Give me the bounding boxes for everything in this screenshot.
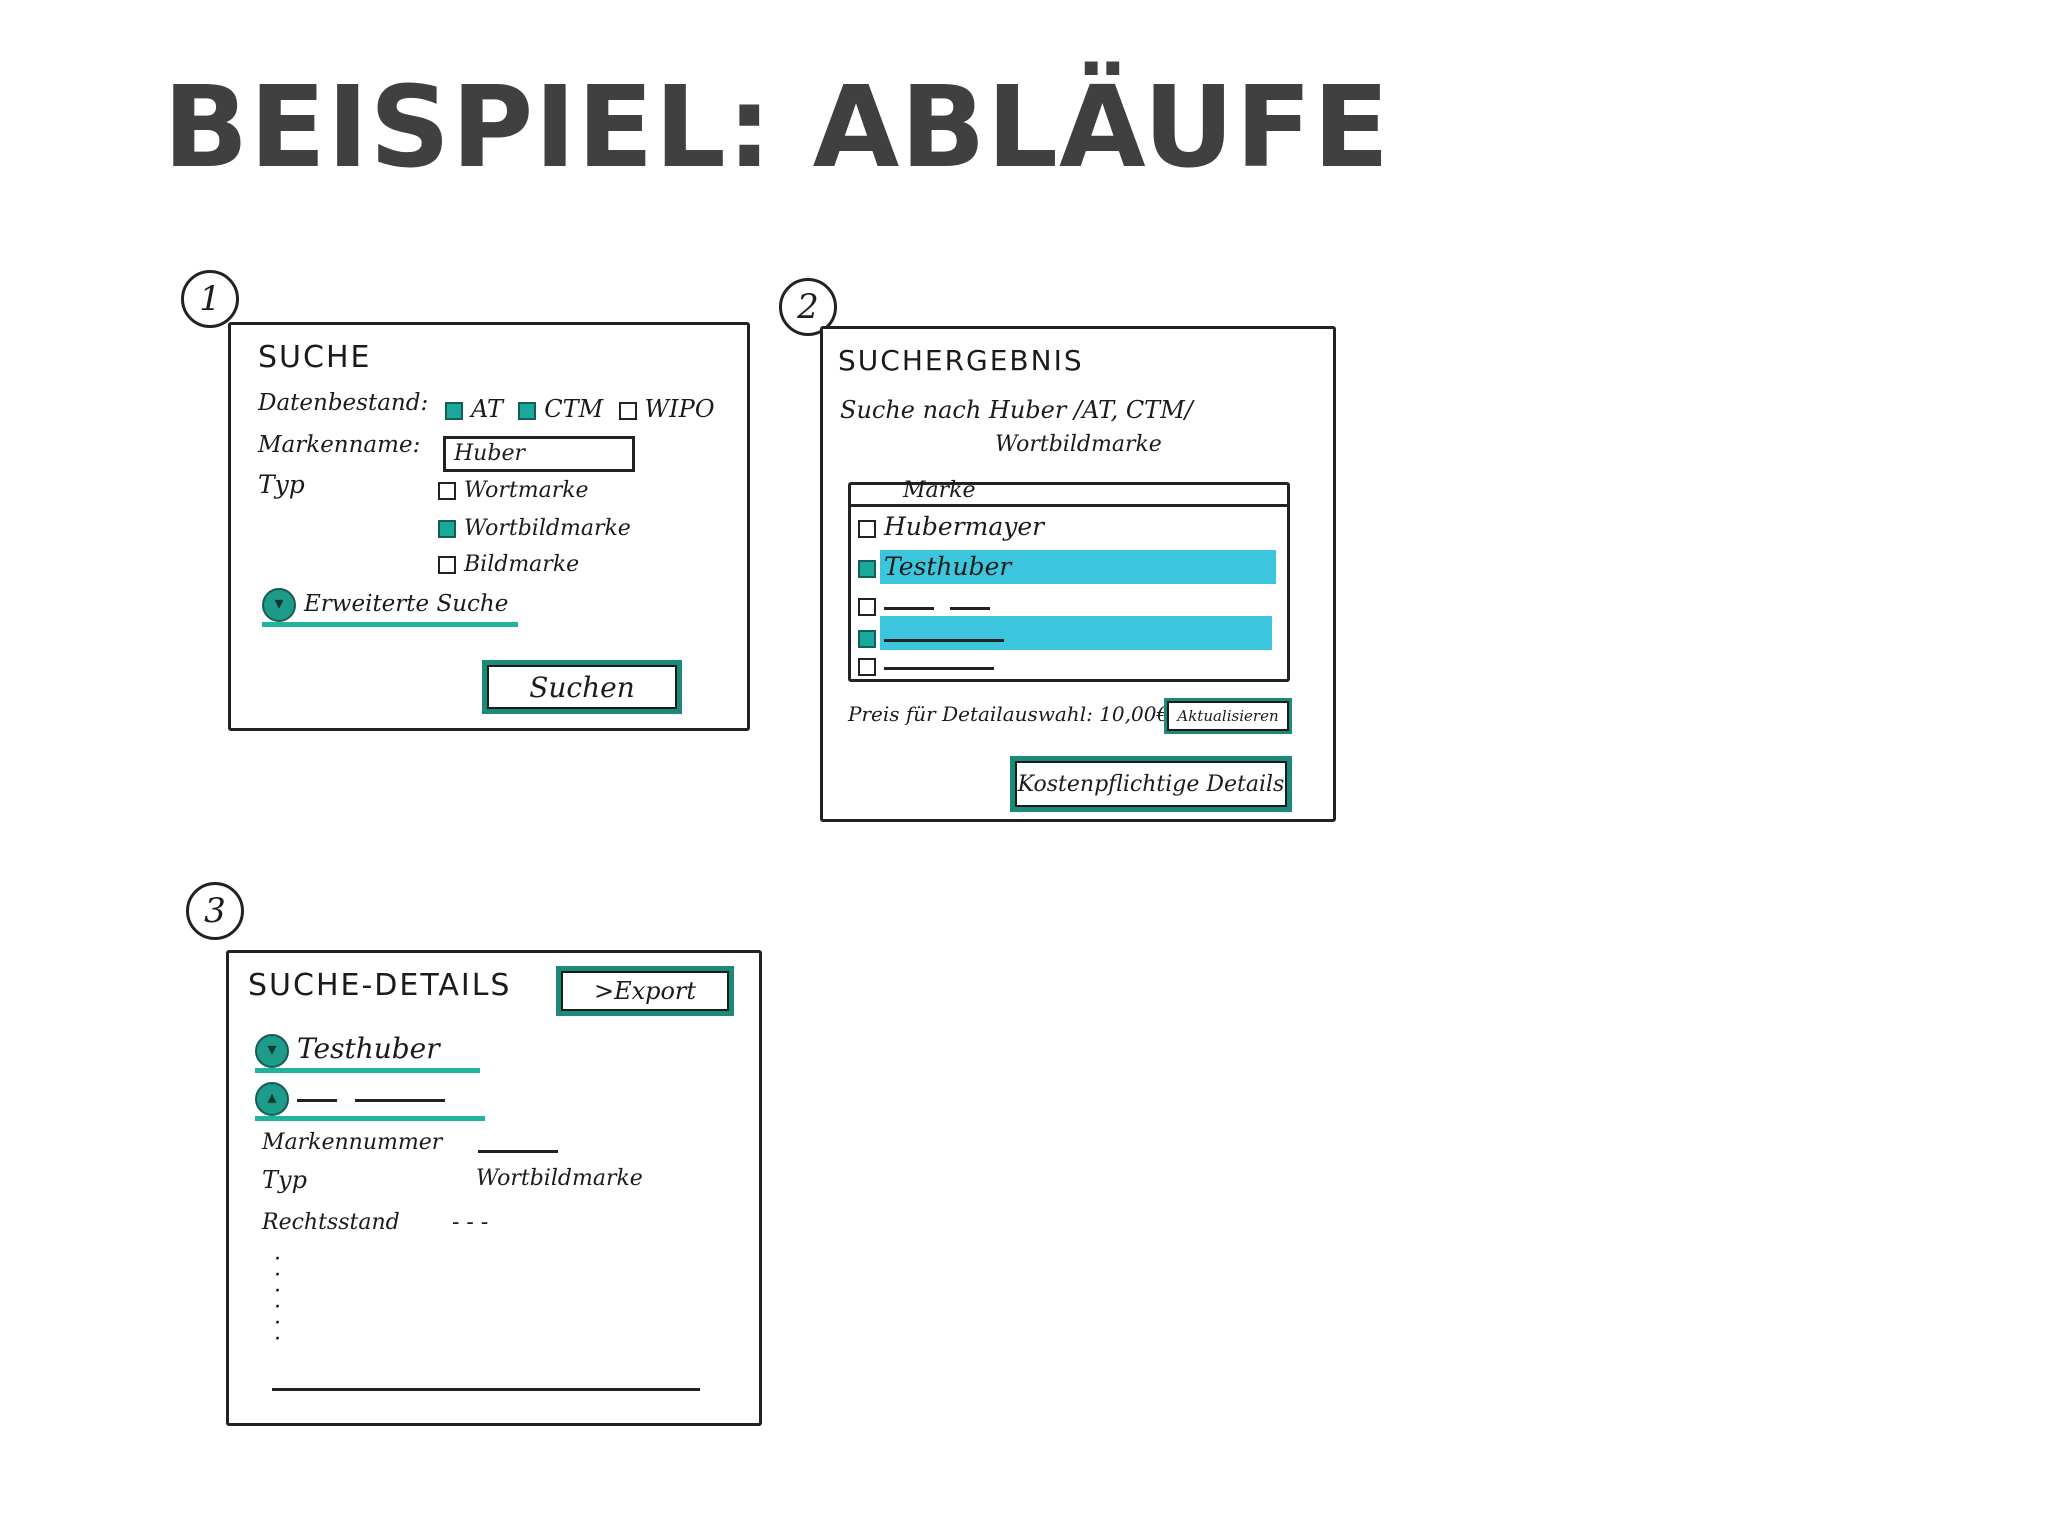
typ-option-wortbildmarke: Wortbildmarke — [438, 516, 631, 541]
table-row[interactable] — [858, 590, 990, 619]
markenname-label: Markenname: — [258, 432, 421, 458]
field-value: Wortbildmarke — [476, 1166, 643, 1191]
typ-label: Typ — [258, 470, 305, 499]
checkbox-wortbildmarke[interactable] — [438, 520, 456, 538]
scribble — [884, 603, 934, 610]
query-line-2: Wortbildmarke — [995, 432, 1162, 457]
row-checkbox[interactable] — [858, 629, 876, 648]
bildmarke-label: Bildmarke — [464, 552, 580, 577]
suchen-button[interactable]: Suchen — [482, 660, 682, 714]
table-row[interactable] — [858, 622, 1004, 651]
table-row[interactable]: Hubermayer — [858, 512, 1044, 541]
checkbox-at[interactable] — [445, 401, 463, 420]
query-line-1: Suche nach Huber /AT, CTM/ — [840, 396, 1193, 424]
details-item-1[interactable]: ▾Testhuber — [255, 1032, 480, 1073]
table-row[interactable] — [858, 650, 994, 679]
markenname-input[interactable]: Huber — [443, 436, 635, 472]
expand-up-icon: ▴ — [255, 1081, 289, 1116]
search-heading: SUCHE — [258, 340, 372, 375]
field-label: Markennummer — [262, 1130, 443, 1155]
results-heading: SUCHERGEBNIS — [838, 344, 1084, 377]
row-checkbox[interactable] — [858, 559, 876, 578]
checkbox-bildmarke[interactable] — [438, 556, 456, 574]
checkbox-ctm[interactable] — [518, 401, 537, 420]
row-checkbox[interactable] — [858, 597, 876, 616]
field-value-scribble — [478, 1136, 558, 1161]
field-value: - - - — [452, 1210, 489, 1235]
aktualisieren-button[interactable]: Aktualisieren — [1164, 698, 1292, 734]
divider-line — [272, 1388, 700, 1391]
expand-icon: ▾ — [262, 588, 296, 622]
row-label: Hubermayer — [884, 512, 1045, 541]
row-checkbox[interactable] — [858, 519, 876, 538]
scribble — [297, 1095, 337, 1102]
datenbestand-options: AT CTM WIPO — [445, 395, 715, 423]
details-heading: SUCHE-DETAILS — [248, 968, 512, 1003]
step-number-2: 2 — [779, 278, 837, 336]
step-number-1: 1 — [181, 270, 239, 328]
row-highlight-2 — [880, 550, 1276, 584]
option-wipo-label: WIPO — [644, 395, 715, 423]
erweiterte-suche-label: Erweiterte Suche — [304, 591, 509, 617]
scribble — [949, 603, 990, 610]
slide-title: BEISPIEL: ABLÄUFE — [163, 63, 1391, 193]
price-label: Preis für Detailauswahl: 10,00€ — [848, 702, 1170, 726]
wortmarke-label: Wortmarke — [464, 478, 589, 503]
table-row[interactable]: Testhuber — [858, 552, 1011, 581]
scribble — [884, 663, 994, 670]
table-header-marke: Marke — [903, 478, 976, 503]
checkbox-wortmarke[interactable] — [438, 482, 456, 500]
details-item-2[interactable]: ▴ — [255, 1080, 485, 1121]
row-label: Testhuber — [884, 552, 1012, 581]
scribble — [884, 635, 1004, 642]
table-header-divider — [851, 504, 1287, 507]
erweiterte-suche-toggle[interactable]: ▾ Erweiterte Suche — [262, 588, 519, 627]
export-button[interactable]: >Export — [556, 966, 734, 1016]
typ-option-wortmarke: Wortmarke — [438, 478, 589, 503]
typ-option-bildmarke: Bildmarke — [438, 552, 579, 577]
checkbox-wipo[interactable] — [618, 401, 637, 420]
vertical-ellipsis: ······ — [274, 1247, 281, 1352]
kostenpflichtige-details-button[interactable]: Kostenpflichtige Details — [1010, 756, 1292, 812]
option-at-label: AT — [471, 395, 504, 423]
step-number-3: 3 — [186, 882, 244, 940]
row-checkbox[interactable] — [858, 657, 876, 676]
details-frame — [226, 950, 762, 1426]
option-ctm-label: CTM — [544, 395, 604, 423]
row-highlight-4 — [880, 616, 1272, 650]
field-label: Rechtsstand — [262, 1210, 400, 1235]
details-item-1-label: Testhuber — [297, 1032, 440, 1065]
field-label: Typ — [262, 1166, 307, 1194]
scribble — [354, 1095, 445, 1102]
wortbildmarke-label: Wortbildmarke — [464, 516, 631, 541]
datenbestand-label: Datenbestand: — [258, 390, 429, 416]
collapse-icon: ▾ — [255, 1033, 289, 1068]
